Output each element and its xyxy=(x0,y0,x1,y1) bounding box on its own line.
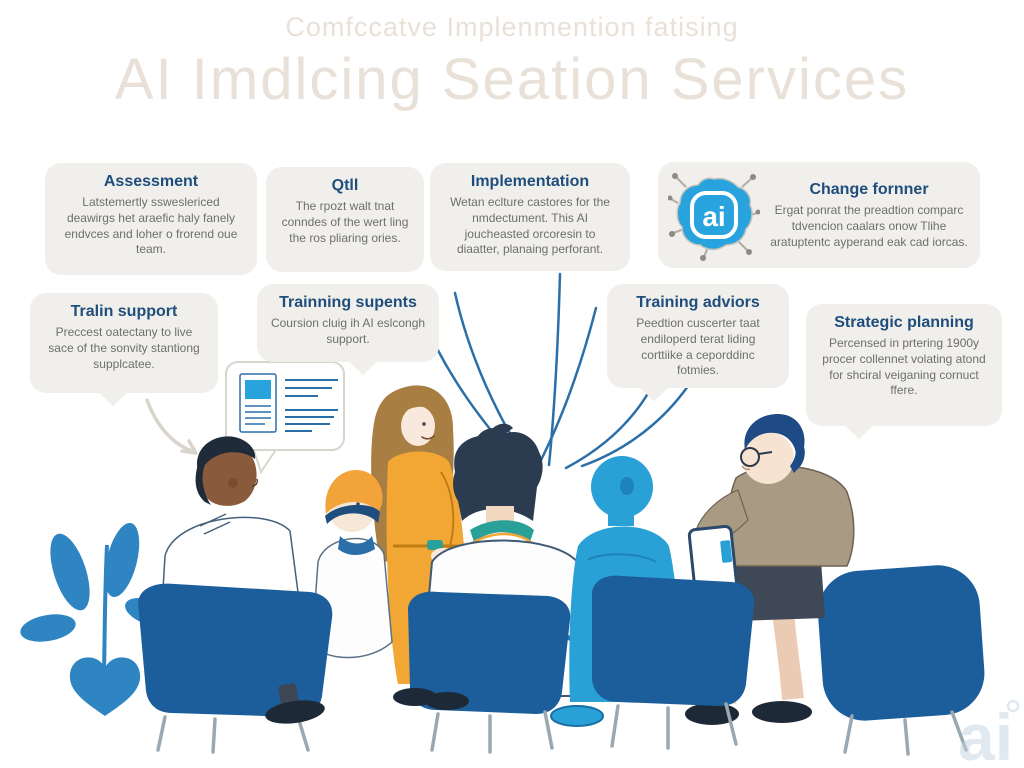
callout-strategic-planning: Strategic planning Percensed in prtering… xyxy=(806,304,1002,426)
person-orange-cap xyxy=(311,470,393,659)
page-subtitle: Comfccatve Implenmention fatising xyxy=(285,12,739,42)
callout-title: Implementation xyxy=(470,173,590,190)
watermark-label: ai xyxy=(958,700,1013,768)
callout-title: Tralin support xyxy=(70,303,178,320)
person-left-man xyxy=(161,436,300,607)
callout-trainning-supents: Trainning supents Coursion cluig ih AI e… xyxy=(257,284,439,362)
callout-body: Latstemertly ssweslericed deawirgs het a… xyxy=(64,195,238,257)
page-title: AI Imdlcing Seation Services xyxy=(114,47,910,112)
person-woman-orange-dress xyxy=(371,385,469,684)
callout-title: Assessment xyxy=(103,173,199,190)
chair-right xyxy=(817,565,985,756)
callout-training-adviors: Training adviors Peedtion cuscerter taat… xyxy=(607,284,789,388)
callout-body: Percensed in prtering 1900y procer colle… xyxy=(822,336,986,398)
callout-body: Wetan eclture castores for the nmdectume… xyxy=(450,195,610,257)
callout-title: Qtll xyxy=(331,177,359,194)
callout-title: Strategic planning xyxy=(834,314,974,331)
ai-chip-icon: ai xyxy=(668,173,760,261)
callout-body: Preccest oatectany to live sace of the s… xyxy=(48,325,200,371)
callout-implementation: Implementation Wetan eclture castores fo… xyxy=(430,163,630,271)
plant-icon xyxy=(20,522,171,716)
ai-watermark-icon: ai xyxy=(958,699,1020,768)
callout-body: Coursion cluig ih AI eslcongh support. xyxy=(270,316,426,346)
document-icon xyxy=(239,373,338,433)
callout-body: Peedtion cuscerter taat endiloperd terat… xyxy=(636,316,760,378)
callout-title: Trainning supents xyxy=(279,294,417,311)
shoes xyxy=(265,683,604,727)
document-speech-bubble-icon xyxy=(225,361,345,475)
curved-arrow-icon xyxy=(145,398,198,455)
callout-title: Change fornner xyxy=(809,181,929,199)
callout-body: Ergat ponrat the preadtion comparc tdven… xyxy=(770,203,968,249)
callout-qtll: Qtll The rpozt walt tnat conndes of the … xyxy=(266,167,424,272)
callout-assessment: Assessment Latstemertly ssweslericed dea… xyxy=(45,163,257,275)
ai-badge-label: ai xyxy=(702,201,725,232)
callout-title: Training adviors xyxy=(636,294,760,311)
chairs-front xyxy=(138,575,755,754)
callout-change-fornner: ai Change fornner Ergat ponrat the pread… xyxy=(658,162,980,268)
callout-tralin-support: Tralin support Preccest oatectany to liv… xyxy=(30,293,218,393)
callout-body: The rpozt walt tnat conndes of the wert … xyxy=(281,199,409,245)
